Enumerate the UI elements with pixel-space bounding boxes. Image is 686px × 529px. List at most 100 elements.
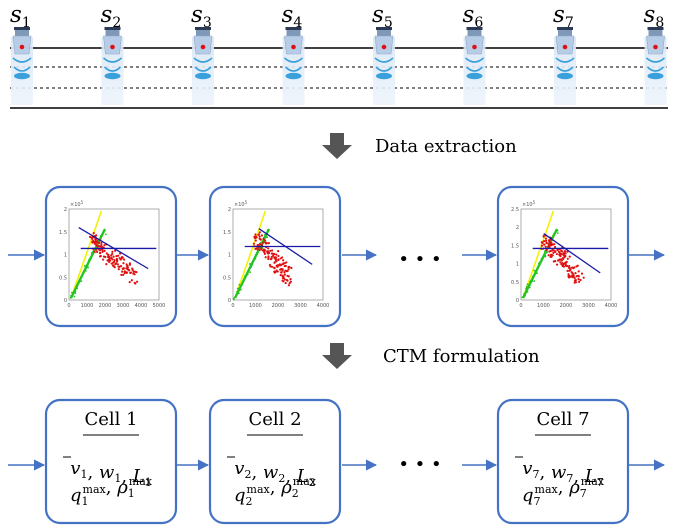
congested-point [101, 248, 104, 252]
congested-point [95, 248, 98, 251]
congested-point [91, 237, 94, 241]
green-point [87, 266, 89, 269]
congested-point [542, 234, 545, 237]
step-ctm-label: CTM formulation [383, 346, 540, 367]
congested-point [262, 241, 265, 244]
green-point [544, 254, 547, 257]
congested-point [112, 265, 115, 268]
green-point [233, 298, 235, 301]
congested-point [288, 281, 291, 285]
congested-point [568, 269, 572, 272]
congested-point [102, 255, 106, 258]
congested-point [572, 274, 575, 277]
congested-point [105, 263, 108, 266]
y-tick-label: 0.5 [59, 275, 67, 281]
green-point [552, 234, 554, 237]
green-point [525, 290, 528, 293]
cell-box [496, 398, 630, 525]
traffic-sensor-icon [373, 27, 395, 105]
congested-point [289, 278, 292, 281]
free-flow-line [234, 210, 267, 299]
green-point [236, 290, 238, 293]
flow-row-plots: • • • [8, 249, 666, 270]
sensor-label: s4 [282, 2, 303, 31]
sensor-4: s4 [282, 2, 305, 105]
congested-point [287, 268, 290, 271]
y-tick-label: 1 [64, 253, 67, 259]
congested-point [107, 258, 110, 261]
congested-point [562, 265, 565, 268]
green-point [76, 287, 79, 290]
congested-point [127, 268, 130, 272]
green-point [540, 257, 543, 260]
congested-point [123, 271, 126, 275]
congested-point [283, 273, 286, 276]
congested-point [544, 245, 547, 248]
congested-point [277, 254, 280, 258]
green-point [246, 270, 249, 273]
x-tick-label: 2000 [99, 303, 112, 309]
x-tick-label: 0 [519, 303, 522, 309]
congested-point [122, 273, 125, 276]
congested-point [126, 266, 129, 269]
green-point [251, 263, 253, 266]
green-point [88, 258, 90, 261]
traffic-sensor-icon [644, 27, 667, 105]
congested-point [281, 268, 284, 271]
y-tick-label: 0 [64, 298, 67, 304]
green-point [556, 229, 559, 232]
congested-point [558, 251, 561, 254]
congested-point [112, 255, 115, 258]
sensor-label: s7 [553, 2, 574, 31]
sensor-2: s2 [101, 2, 124, 105]
congested-point [258, 243, 261, 246]
congested-point [125, 263, 128, 266]
sensor-5: s5 [372, 2, 395, 105]
congested-point [135, 271, 138, 274]
cell-params-1: v7, w7, L7 [522, 458, 603, 489]
congested-point [574, 279, 577, 282]
y-tick-label: 0 [516, 298, 519, 304]
green-point [259, 241, 262, 244]
traffic-sensor-icon [554, 27, 576, 105]
congested-point [254, 239, 257, 242]
x-tick-label: 3000 [294, 303, 307, 309]
traffic-sensor-icon [463, 27, 486, 105]
congested-point [101, 250, 104, 253]
green-point [251, 261, 254, 264]
congested-point [561, 250, 564, 253]
x-tick-label: 0 [67, 303, 70, 309]
congested-point [260, 234, 264, 237]
congested-point [122, 258, 126, 261]
congested-point [263, 239, 266, 242]
congested-point [100, 243, 103, 247]
congested-point [269, 249, 272, 252]
green-point [90, 257, 93, 260]
congested-point [264, 256, 267, 259]
y-tick-label: 1.5 [511, 243, 519, 249]
x-tick-label: 4000 [135, 303, 148, 309]
green-point [533, 269, 536, 272]
green-point [256, 252, 259, 255]
congested-point [282, 280, 285, 283]
y-tick-label: 2.5 [511, 207, 519, 213]
down-arrow-icon [322, 343, 352, 369]
congested-point [549, 255, 552, 259]
green-point [239, 288, 242, 291]
flow-row-cells: • • • [8, 454, 666, 475]
cell-box [208, 398, 342, 525]
green-point [238, 289, 241, 292]
congested-point [135, 280, 139, 283]
green-point [265, 236, 267, 239]
congested-point [258, 231, 261, 234]
green-point [553, 232, 556, 234]
congested-point [121, 270, 124, 273]
green-point [245, 273, 248, 276]
congested-point [563, 251, 566, 254]
congested-point [548, 240, 551, 243]
congested-point [571, 275, 574, 279]
